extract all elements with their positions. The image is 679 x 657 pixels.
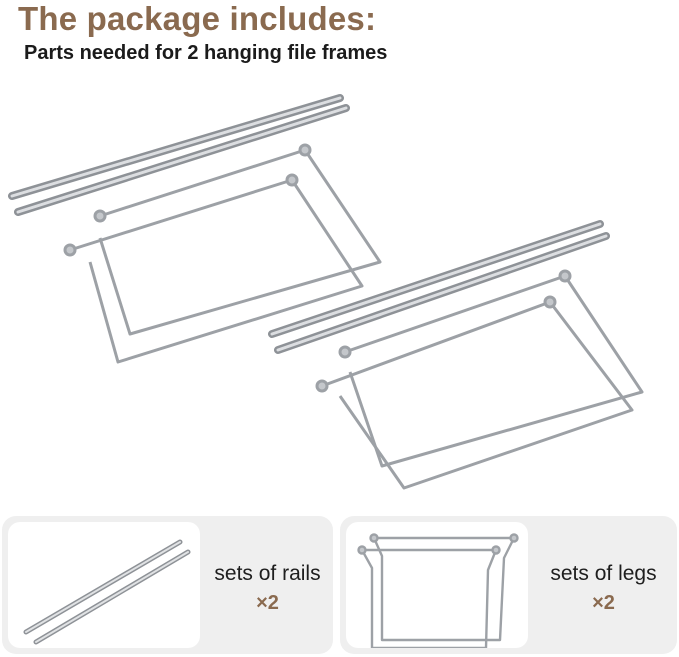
legs-quantity: ×2 — [592, 592, 615, 614]
rails-label: sets of rails — [214, 562, 321, 585]
rails-quantity: ×2 — [256, 592, 279, 614]
legs-image-panel — [346, 522, 528, 648]
rail-pair-1 — [8, 94, 350, 216]
legs-card: sets of legs ×2 — [340, 516, 677, 654]
leg-pair-1 — [63, 143, 382, 364]
leg-pair-2 — [315, 269, 644, 490]
rail-pair-2 — [268, 220, 610, 354]
hanging-file-frame-kit-illustration — [8, 94, 644, 490]
legs-label: sets of legs — [550, 562, 657, 585]
rails-image-panel — [8, 522, 200, 648]
page-title: The package includes: — [18, 0, 377, 37]
rails-icon — [23, 539, 191, 645]
page-subtitle: Parts needed for 2 hanging file frames — [24, 42, 388, 64]
legs-icon — [357, 533, 519, 648]
rails-card: sets of rails ×2 — [2, 516, 333, 654]
